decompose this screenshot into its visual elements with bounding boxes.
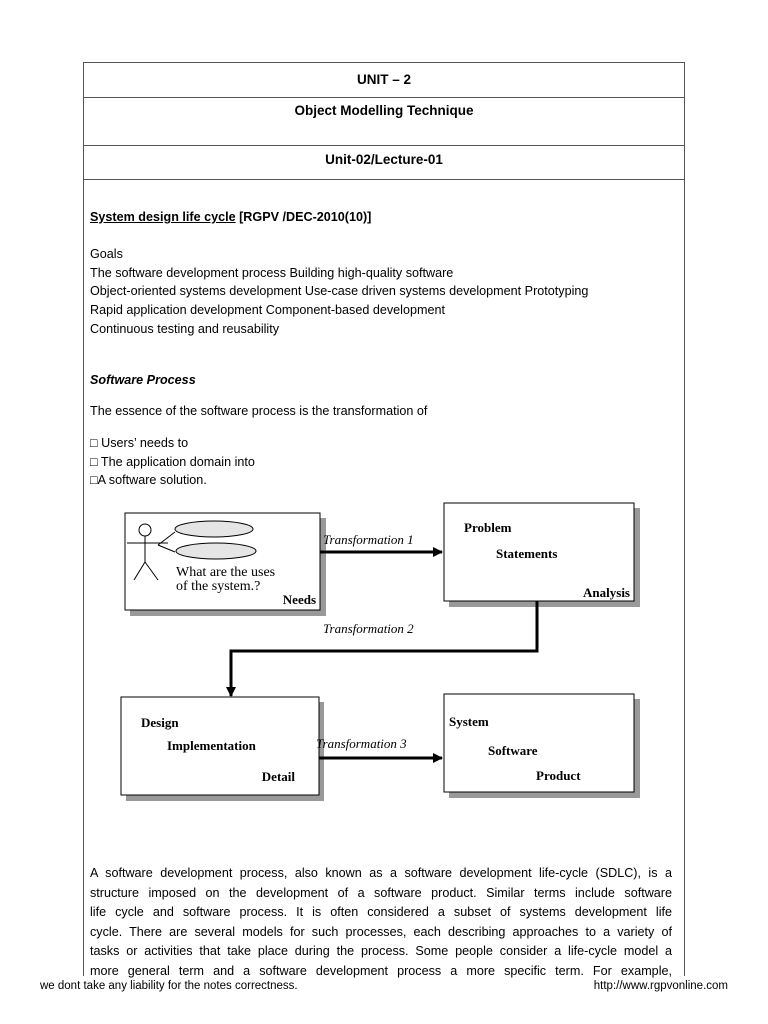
sdlc-paragraph: A software development process, also kno… <box>90 864 672 981</box>
goals-list: Goals The software development process B… <box>90 245 588 339</box>
software-process-heading: Software Process <box>90 373 196 387</box>
footer-disclaimer: we dont take any liability for the notes… <box>40 980 298 992</box>
paragraph-line: A software development process, also kno… <box>90 866 672 880</box>
paragraph-line: life cycle and software process. It is o… <box>90 905 672 919</box>
goals-line: Continuous testing and reusability <box>90 321 280 336</box>
bullet-item: □ Users’ needs to <box>90 436 189 450</box>
lecture-header: Unit-02/Lecture-01 <box>84 146 684 180</box>
footer-url-link[interactable]: http://www.rgpvonline.com <box>593 980 728 992</box>
goals-line: Rapid application development Component-… <box>90 303 445 318</box>
bullet-item: □ The application domain into <box>90 454 255 469</box>
unit-header: UNIT – 2 <box>84 63 684 98</box>
paragraph-line: cycle. There are several models for such… <box>90 924 672 939</box>
section-title: System design life cycle <box>90 210 236 224</box>
paragraph-line: structure imposed on the development of … <box>90 885 672 900</box>
section-heading: System design life cycle [RGPV /DEC-2010… <box>90 208 371 227</box>
bullet-list: □ Users’ needs to □ The application doma… <box>90 434 255 490</box>
page-frame: UNIT – 2 Object Modelling Technique Unit… <box>83 62 685 976</box>
lecture-title: Unit-02/Lecture-01 <box>325 152 443 167</box>
unit-title: UNIT – 2 <box>356 72 411 87</box>
paragraph-line: more general term and a software develop… <box>90 963 672 978</box>
goals-line: Goals <box>90 247 123 261</box>
goals-line: Object-oriented systems development Use-… <box>90 284 589 299</box>
title-header: Object Modelling Technique <box>84 98 684 146</box>
section-reference: [RGPV /DEC-2010(10)] <box>239 210 372 224</box>
software-process-intro: The essence of the software process is t… <box>90 404 428 418</box>
bullet-item: □A software solution. <box>90 473 207 488</box>
goals-line: The software development process Buildin… <box>90 265 454 280</box>
paragraph-line: tasks or activities that take place duri… <box>90 944 672 958</box>
page-title: Object Modelling Technique <box>294 103 474 118</box>
